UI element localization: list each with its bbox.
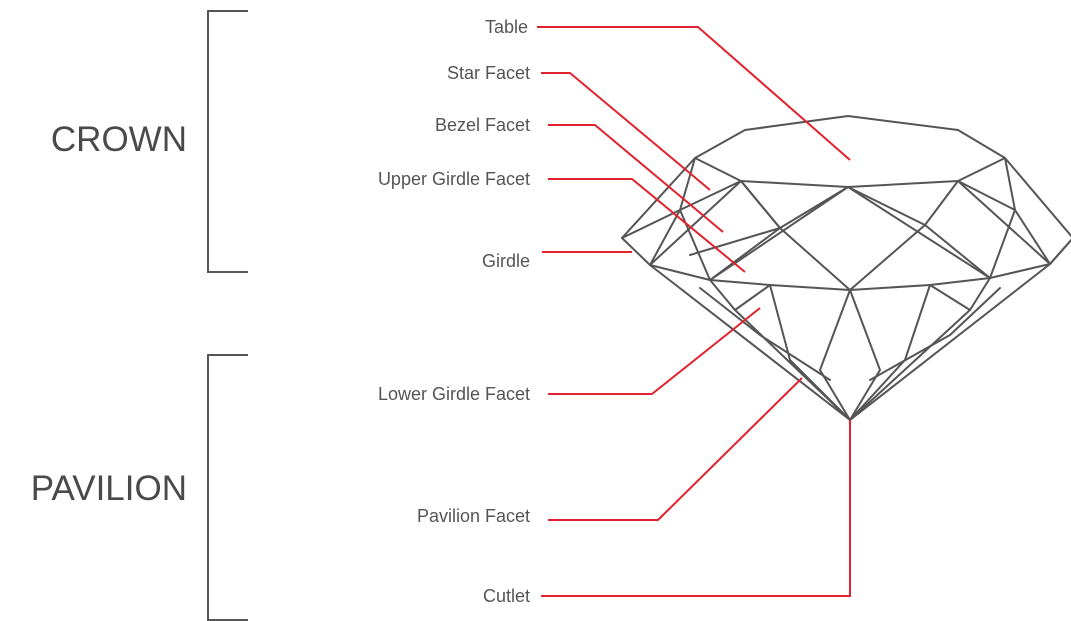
crown-label: CROWN xyxy=(51,120,187,159)
label-bezel-facet: Bezel Facet xyxy=(435,115,530,135)
leader-bezel-facet xyxy=(548,124,724,233)
leader-star-facet xyxy=(541,72,711,191)
leader-table xyxy=(537,26,851,161)
label-pavilion-facet: Pavilion Facet xyxy=(417,506,530,526)
leader-pavilion-facet xyxy=(548,377,803,521)
label-lower-girdle-facet: Lower Girdle Facet xyxy=(378,384,530,404)
diamond-outline xyxy=(621,115,1071,421)
label-cutlet: Cutlet xyxy=(483,586,530,606)
leader-lower-girdle-facet xyxy=(548,307,761,395)
leader-lines xyxy=(537,26,851,597)
label-girdle: Girdle xyxy=(482,251,530,271)
pavilion-edge-right xyxy=(849,263,1051,421)
crown-edge-right xyxy=(1004,157,1071,238)
pavilion-edge-left xyxy=(649,264,851,421)
pavilion-label: PAVILION xyxy=(31,469,187,508)
crown-bracket xyxy=(207,10,248,273)
label-star-facet: Star Facet xyxy=(447,63,530,83)
leader-upper-girdle-facet xyxy=(548,178,746,273)
pavilion-bracket xyxy=(207,354,248,621)
table-outline xyxy=(694,115,1006,188)
label-upper-girdle-facet: Upper Girdle Facet xyxy=(378,169,530,189)
crown-edge-left xyxy=(621,157,696,239)
label-table: Table xyxy=(485,17,528,37)
leader-cutlet xyxy=(541,420,851,597)
girdle-outline xyxy=(621,237,1071,291)
bezel-facet-lines xyxy=(621,209,681,266)
